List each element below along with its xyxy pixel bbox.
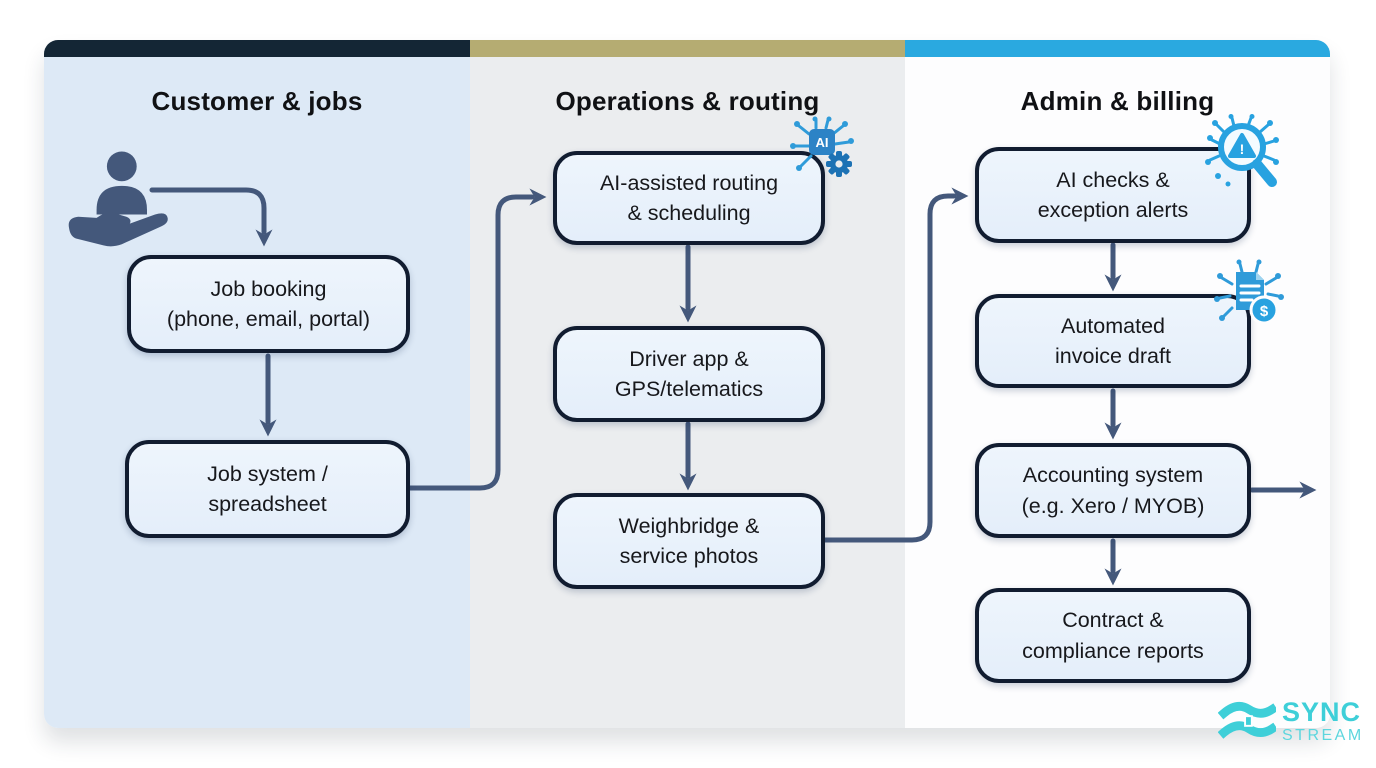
customer-in-hand-icon (68, 151, 168, 247)
node-invoice-draft-label: Automated invoice draft (1055, 313, 1171, 368)
logo-text-stream: STREAM (1282, 726, 1364, 744)
node-accounting-system: Accounting system (e.g. Xero / MYOB) (975, 443, 1251, 538)
node-ai-checks-label: AI checks & exception alerts (1037, 167, 1189, 222)
column-title-admin-billing: Admin & billing (1020, 86, 1215, 116)
node-accounting-system-label: Accounting system (e.g. Xero / MYOB) (1021, 463, 1205, 518)
node-job-booking-label: Job booking (phone, email, portal) (166, 276, 371, 331)
column-title-customer-jobs: Customer & jobs (151, 86, 363, 116)
node-contract-reports: Contract & compliance reports (975, 588, 1251, 683)
column-accent-bar-navy (44, 40, 470, 57)
syncstream-logo: SYNC STREAM (1218, 686, 1368, 756)
node-weighbridge: Weighbridge & service photos (553, 493, 825, 589)
ai-chip-gear-icon: AI (790, 116, 854, 177)
syncstream-logo-icon (1218, 701, 1276, 739)
node-driver-app: Driver app & GPS/telematics (553, 326, 825, 422)
column-title-operations-routing: Operations & routing (555, 86, 820, 116)
column-customer-jobs: Customer & jobs (44, 40, 470, 728)
ai-invoice-dollar-icon: $ (1214, 259, 1284, 325)
ai-magnifier-alert-icon: ! (1205, 114, 1279, 187)
gear-glyph (826, 151, 852, 177)
column-accent-bar-gold (470, 40, 905, 57)
logo-text-sync: SYNC (1282, 696, 1362, 727)
column-accent-bar-blue (905, 40, 1330, 57)
node-contract-reports-label: Contract & compliance reports (1022, 608, 1204, 663)
alert-exclamation-label: ! (1240, 141, 1245, 157)
node-job-booking: Job booking (phone, email, portal) (127, 255, 410, 353)
node-ai-checks: AI checks & exception alerts (975, 147, 1251, 243)
node-job-system-label: Job system / spreadsheet (207, 461, 328, 516)
node-job-system: Job system / spreadsheet (125, 440, 410, 538)
node-invoice-draft: Automated invoice draft (975, 294, 1251, 388)
node-driver-app-label: Driver app & GPS/telematics (614, 346, 764, 401)
ai-chip-label: AI (816, 135, 829, 150)
node-ai-routing-label: AI-assisted routing & scheduling (599, 170, 779, 225)
node-ai-routing: AI-assisted routing & scheduling (553, 151, 825, 245)
dollar-sign-label: $ (1260, 303, 1269, 320)
node-weighbridge-label: Weighbridge & service photos (618, 513, 760, 568)
